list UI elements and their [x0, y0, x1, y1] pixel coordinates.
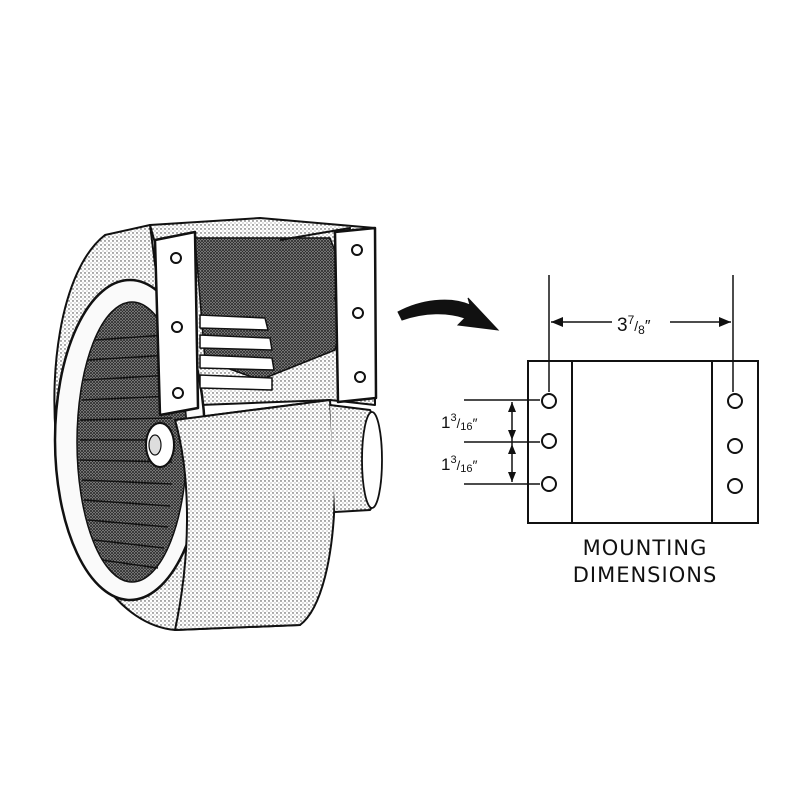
- spacing-label-upper: 13/16″: [441, 412, 477, 433]
- wheel-blades: [79, 334, 173, 569]
- right-holes: [727, 393, 743, 494]
- mounting-dimensions-diagram: 37/8″ 13/16″ 13/16″ MOUNTING DIMENSIONS: [441, 275, 759, 587]
- mounting-plate: [527, 360, 759, 524]
- mounting-hole: [727, 438, 743, 454]
- caption-line-2: DIMENSIONS: [573, 563, 718, 587]
- width-label: 37/8″: [617, 313, 651, 337]
- mounting-hole: [541, 476, 557, 492]
- spacing-label-lower: 13/16″: [441, 454, 477, 475]
- blower-icon: [53, 217, 383, 631]
- pointer-arrow-icon: [397, 297, 500, 331]
- housing-drum: [174, 399, 336, 631]
- mounting-hole: [727, 478, 743, 494]
- mounting-hole: [541, 393, 557, 409]
- top-blades: [199, 314, 275, 391]
- caption-line-1: MOUNTING: [583, 536, 708, 560]
- left-holes: [541, 393, 557, 492]
- mounting-hole: [541, 433, 557, 449]
- mounting-hole: [727, 393, 743, 409]
